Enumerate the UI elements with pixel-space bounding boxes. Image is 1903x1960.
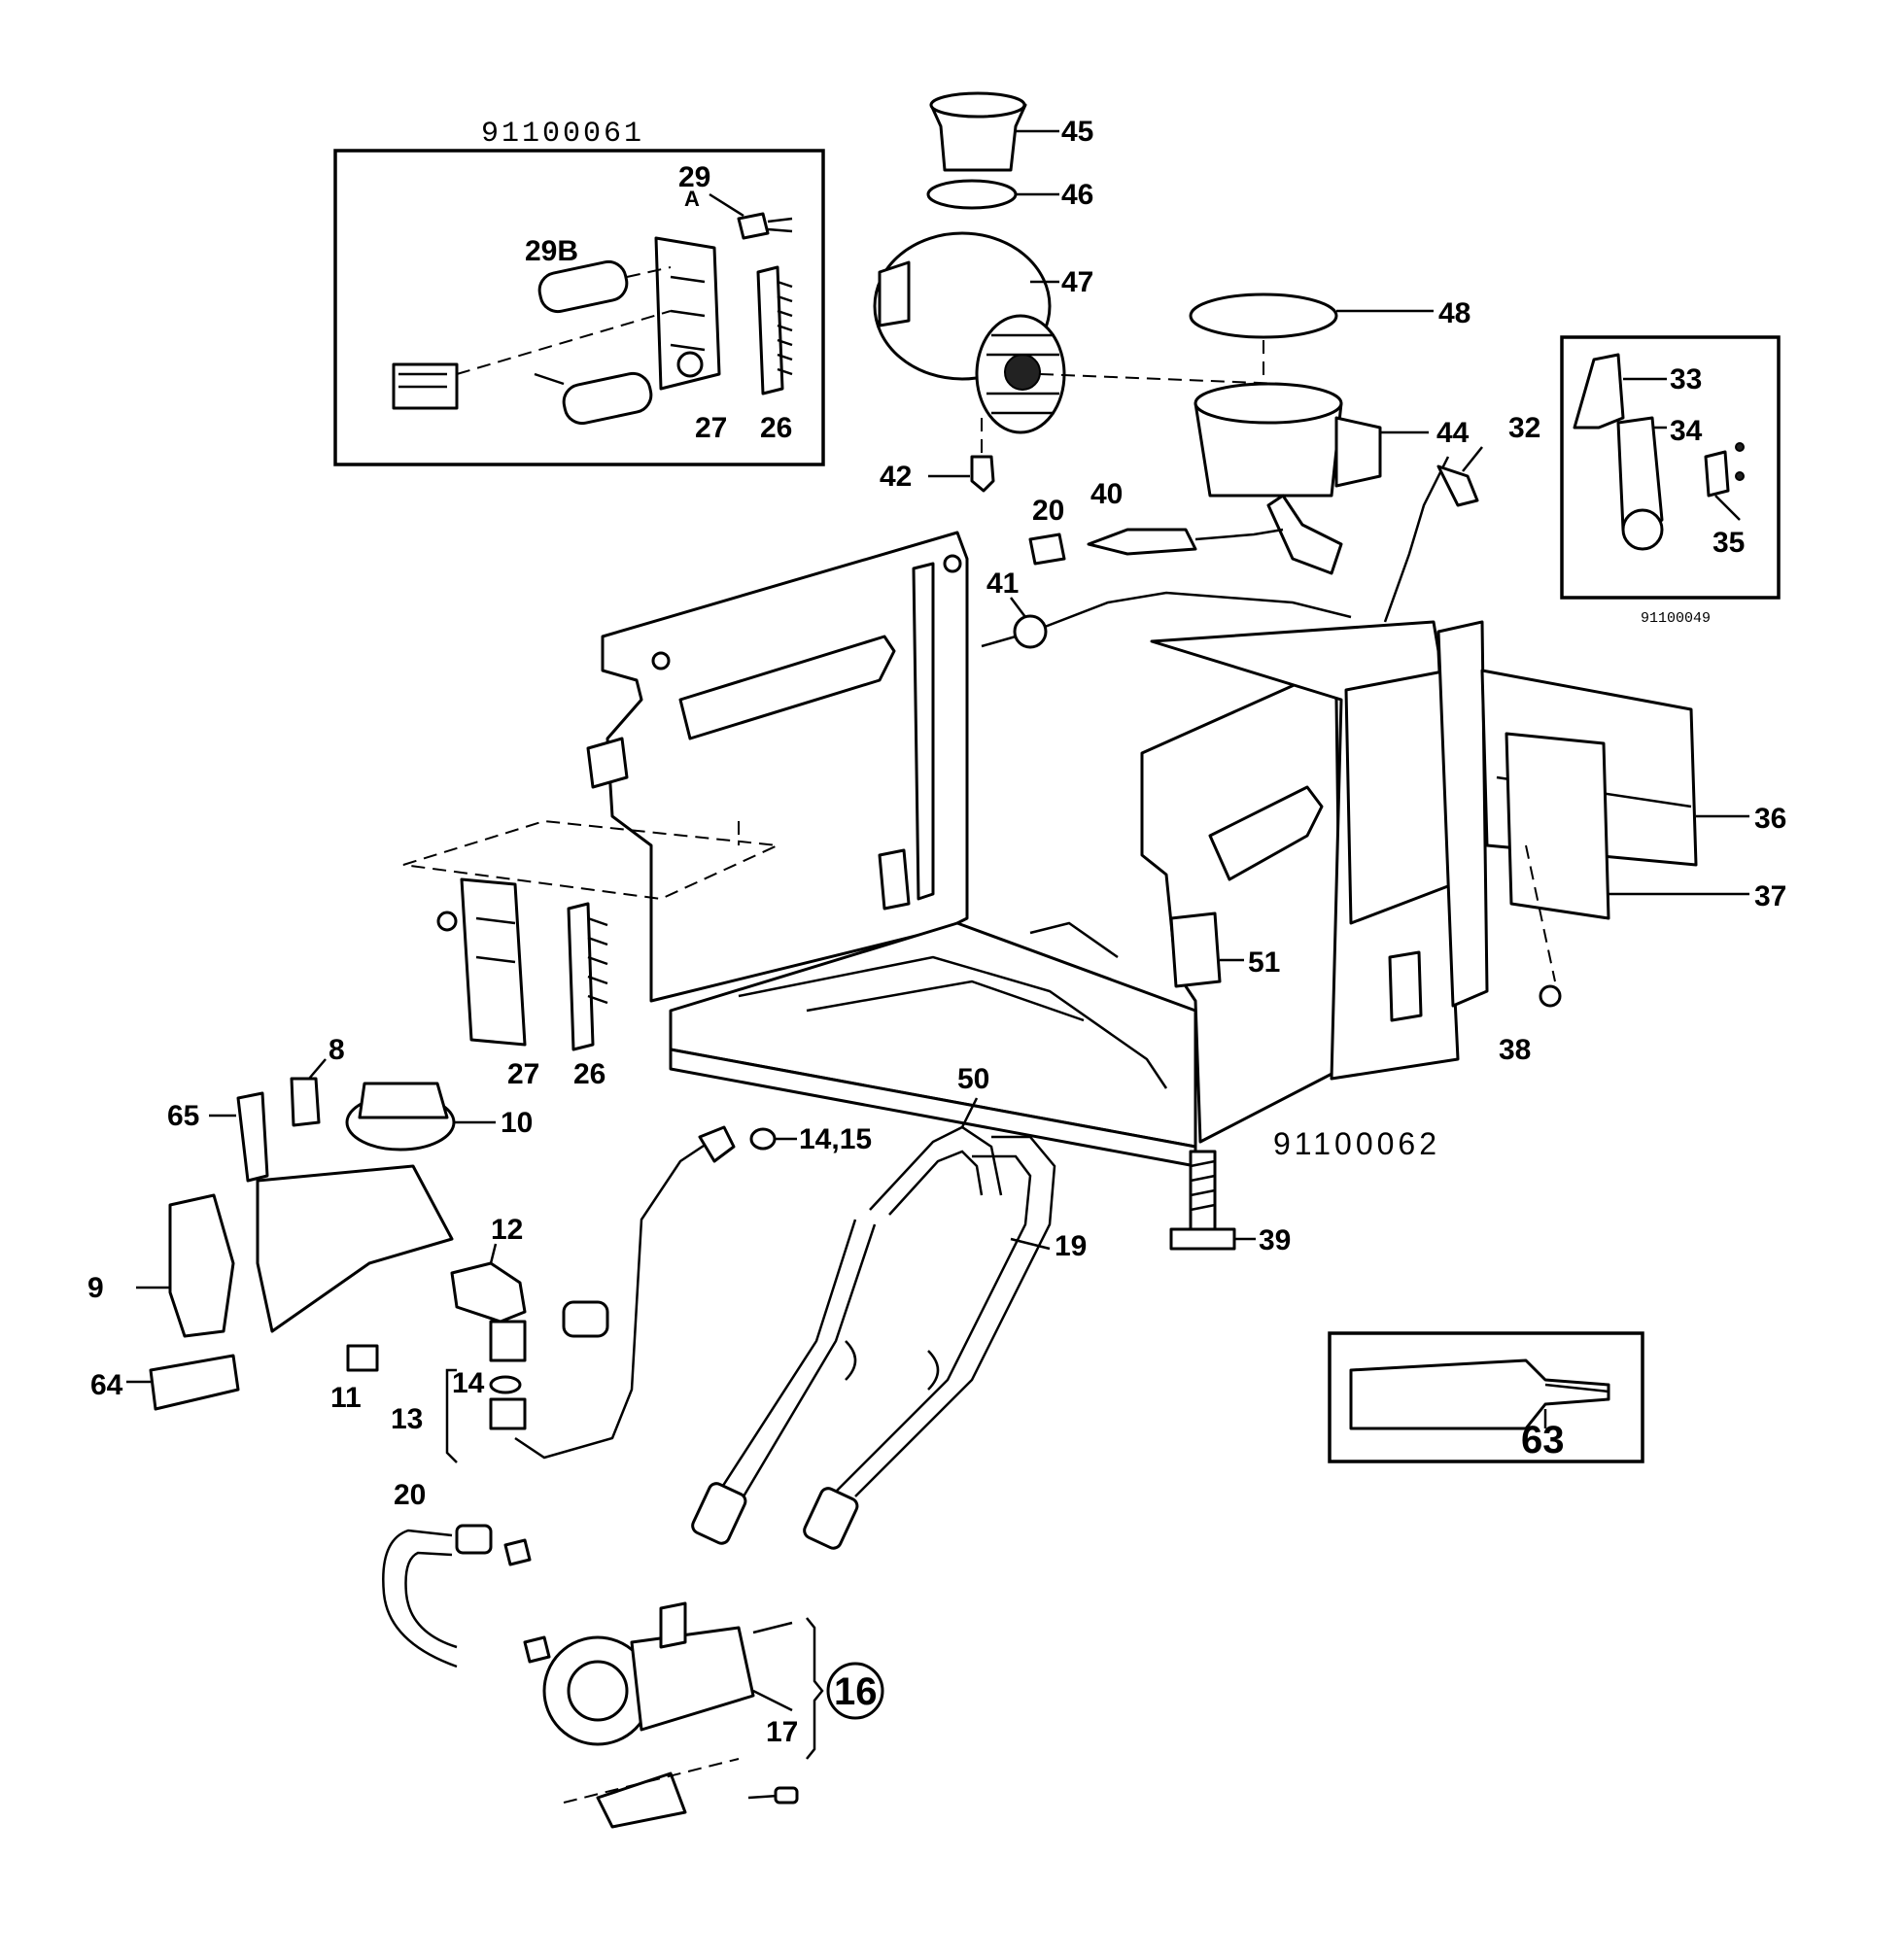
label-47: 47 xyxy=(1061,266,1093,298)
label-10: 10 xyxy=(501,1107,533,1139)
label-29: 29 xyxy=(678,161,710,193)
inset-box-tool xyxy=(1328,1331,1644,1463)
label-13: 13 xyxy=(391,1403,423,1435)
label-16: 16 xyxy=(834,1670,878,1713)
label-39: 39 xyxy=(1259,1224,1291,1256)
label-36: 36 xyxy=(1754,803,1786,835)
label-64: 64 xyxy=(90,1369,123,1401)
label-40: 40 xyxy=(1090,478,1123,510)
label-11: 11 xyxy=(330,1382,362,1414)
label-37: 37 xyxy=(1754,880,1786,912)
label-44: 44 xyxy=(1436,417,1470,449)
label-51: 51 xyxy=(1248,946,1280,979)
label-8: 8 xyxy=(329,1034,345,1066)
label-17: 17 xyxy=(766,1716,798,1748)
sump-group xyxy=(981,292,1483,649)
label-41: 41 xyxy=(986,567,1019,600)
label-27-inset: 27 xyxy=(695,412,727,444)
main-frame-chassis xyxy=(586,531,1749,1168)
inset-ref-top-left: 91100061 xyxy=(481,118,644,151)
label-50: 50 xyxy=(957,1063,989,1095)
label-19: 19 xyxy=(1055,1230,1087,1262)
label-26-inset: 26 xyxy=(760,412,792,444)
label-35: 35 xyxy=(1713,527,1745,559)
label-63: 63 xyxy=(1521,1419,1565,1461)
label-29b: 29B xyxy=(525,235,578,267)
label-29-a: A xyxy=(684,187,700,211)
inset-box-wheel xyxy=(1560,335,1781,600)
label-33: 33 xyxy=(1670,363,1702,395)
label-26-main: 26 xyxy=(573,1058,606,1090)
label-45: 45 xyxy=(1061,116,1093,148)
label-42: 42 xyxy=(880,461,912,493)
label-14: 14 xyxy=(452,1367,485,1399)
label-14-15: 14,15 xyxy=(799,1123,872,1155)
label-48: 48 xyxy=(1438,297,1470,329)
label-20-top: 20 xyxy=(1032,495,1064,527)
label-20-bottom: 20 xyxy=(394,1479,426,1511)
label-9: 9 xyxy=(87,1272,104,1304)
label-27-main: 27 xyxy=(507,1058,539,1090)
label-38: 38 xyxy=(1499,1034,1531,1066)
loose-board-group xyxy=(402,819,781,1051)
label-65: 65 xyxy=(167,1100,199,1132)
inlet-valve-group xyxy=(126,1058,797,1463)
circulation-pump-group xyxy=(873,91,1284,493)
label-12: 12 xyxy=(491,1214,523,1246)
adjustable-foot xyxy=(1169,1150,1256,1251)
drain-pump-group xyxy=(382,1524,884,1829)
frame-ref: 91100062 xyxy=(1273,1126,1440,1161)
inset-ref-right: 91100049 xyxy=(1641,610,1711,627)
label-32: 32 xyxy=(1508,412,1540,444)
inset-box-control-board xyxy=(333,149,825,466)
label-46: 46 xyxy=(1061,179,1093,211)
label-34: 34 xyxy=(1670,415,1703,447)
hoses-group xyxy=(691,1097,1056,1550)
